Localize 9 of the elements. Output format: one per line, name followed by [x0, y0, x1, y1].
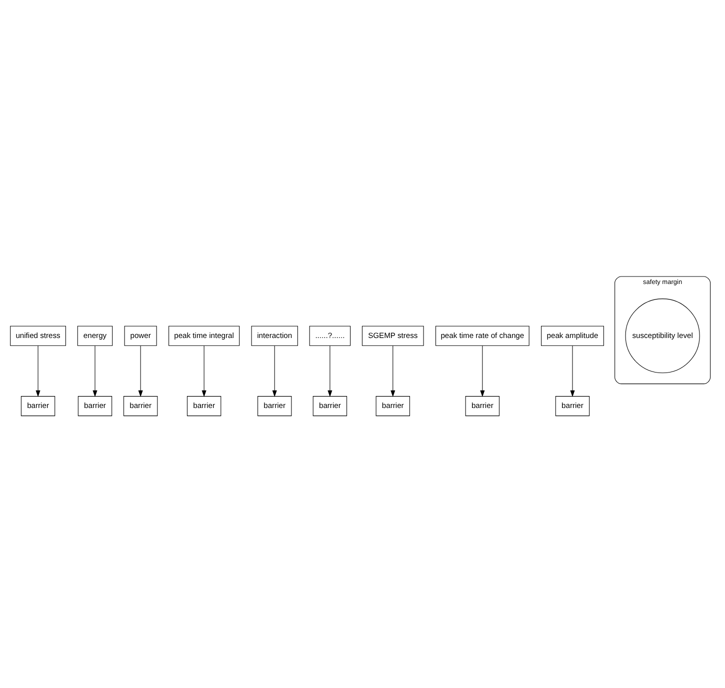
- arrow: [328, 345, 332, 397]
- arrow: [390, 345, 396, 397]
- arrow: [138, 345, 143, 397]
- arrow: [480, 345, 485, 397]
- arrow: [272, 345, 277, 397]
- arrow: [570, 345, 575, 397]
- arrow: [92, 345, 98, 397]
- arrow: [202, 345, 206, 397]
- arrow: [36, 345, 40, 397]
